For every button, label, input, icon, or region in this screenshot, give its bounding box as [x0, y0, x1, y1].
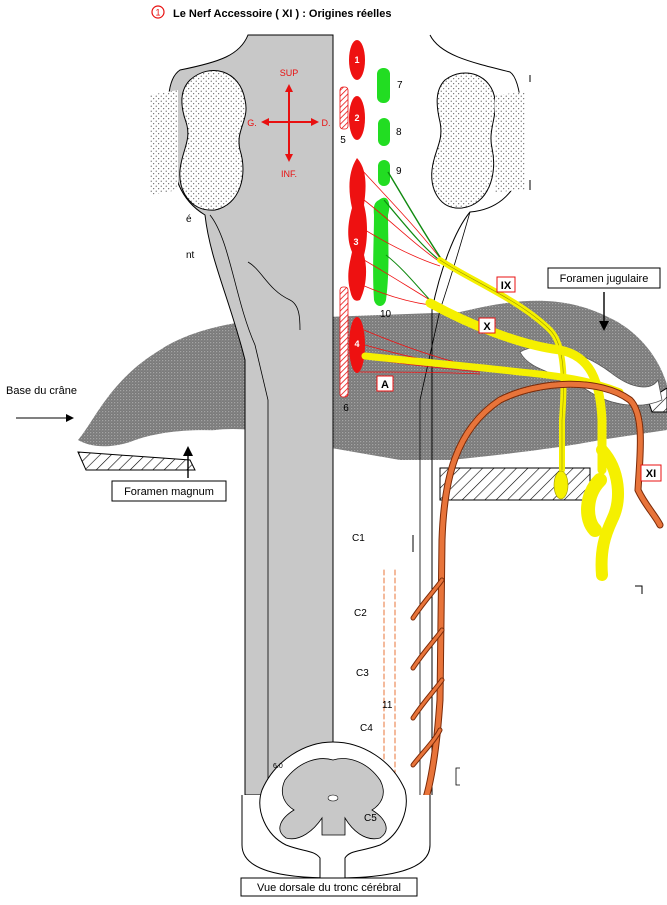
- spinal-cord-section: 6.0: [241, 741, 431, 879]
- nucleus-11-label: 11: [382, 700, 393, 711]
- ganglion-ix: [553, 470, 569, 500]
- nucleus-10: [373, 197, 390, 306]
- nucleus-9-label: 9: [396, 166, 402, 177]
- nucleus-4: [349, 317, 365, 373]
- nerve-label-a: A: [376, 375, 394, 392]
- yellow-nerves: [361, 257, 624, 581]
- nucleus-5-bar: [339, 86, 349, 130]
- orient-sup: SUP: [280, 68, 299, 78]
- corner-mark: [635, 585, 643, 594]
- svg-text:X: X: [483, 321, 491, 333]
- callout-foramen-magnum: Foramen magnum: [111, 446, 227, 502]
- orient-inf: INF.: [281, 169, 297, 179]
- nerve-x: [425, 298, 607, 475]
- nerve-label-ix: IX: [496, 276, 516, 293]
- rootlet-c4: [411, 678, 444, 720]
- cut-label-2: nt: [186, 250, 195, 261]
- svg-text:A: A: [381, 379, 389, 391]
- segment-c3: C3: [356, 668, 369, 679]
- skull-cut-left: [77, 451, 196, 471]
- segment-c4: C4: [360, 723, 373, 734]
- nucleus-2-label: 2: [354, 113, 359, 123]
- nucleus-7: [377, 68, 390, 103]
- rootlet-c3: [411, 628, 444, 670]
- segment-c2: C2: [354, 608, 367, 619]
- orientation-cross: SUP INF. G. D.: [247, 68, 330, 179]
- svg-text:Foramen magnum: Foramen magnum: [124, 486, 214, 498]
- nucleus-8: [378, 118, 390, 146]
- nucleus-4-label: 4: [354, 339, 359, 349]
- nerve-xi: [417, 381, 663, 815]
- nucleus-8-label: 8: [396, 127, 402, 138]
- right-colliculus: [431, 72, 496, 209]
- segment-c1: C1: [352, 533, 365, 544]
- segment-c5: C5: [364, 813, 377, 824]
- nucleus-3-label: 3: [353, 237, 358, 247]
- right-dotted-patch: [495, 92, 525, 192]
- title-group: 1 Le Nerf Accessoire ( XI ) : Origines r…: [151, 5, 391, 20]
- cut-label-1: é: [186, 214, 192, 225]
- nucleus-3: [348, 158, 367, 301]
- bracket-mark: [455, 767, 460, 786]
- title-number: 1: [155, 8, 160, 18]
- cord-small-label: 6.0: [273, 763, 283, 770]
- svg-text:IX: IX: [501, 280, 512, 292]
- skull-base: [77, 300, 667, 501]
- nucleus-2: [349, 96, 365, 140]
- central-canal: [327, 794, 339, 802]
- brainstem-left-half: [150, 34, 334, 796]
- callout-foramen-jugulaire: Foramen jugulaire: [547, 267, 661, 331]
- orange-nerve-xi: [380, 380, 664, 819]
- nerve-label-x: X: [478, 317, 496, 334]
- nucleus-1: [349, 40, 365, 80]
- red-nuclei: 1 2 3 4 5 6: [339, 40, 367, 414]
- svg-text:Base du crâne: Base du crâne: [6, 385, 77, 397]
- orient-left: G.: [247, 118, 257, 128]
- nerve-label-xi: XI: [640, 464, 662, 482]
- svg-text:Vue dorsale du tronc cérébral: Vue dorsale du tronc cérébral: [257, 882, 401, 894]
- nucleus-6-bar: [339, 286, 349, 398]
- callout-vue-dorsale: Vue dorsale du tronc cérébral: [240, 877, 418, 897]
- nucleus-6-label: 6: [343, 403, 349, 414]
- left-dotted-patch: [150, 90, 178, 195]
- diagram-title: Le Nerf Accessoire ( XI ) : Origines rée…: [173, 8, 391, 20]
- rootlet-c5: [411, 728, 442, 767]
- rootlet-c2: [411, 578, 444, 620]
- title-number-circle: [151, 5, 165, 19]
- green-nuclei: 7 8 9 10: [373, 68, 403, 320]
- nucleus-7-label: 7: [397, 80, 403, 91]
- nucleus-10-label: 10: [380, 309, 392, 320]
- left-contour-2: [247, 261, 301, 331]
- nucleus-9: [378, 160, 390, 186]
- svg-text:Foramen jugulaire: Foramen jugulaire: [560, 273, 649, 285]
- nucleus-5-label: 5: [340, 135, 346, 146]
- svg-text:XI: XI: [646, 468, 656, 480]
- left-colliculus: [179, 70, 247, 211]
- nucleus-1-label: 1: [354, 55, 359, 65]
- left-contour-1: [209, 214, 269, 795]
- orient-right: D.: [322, 118, 331, 128]
- ganglion-x: [595, 444, 624, 581]
- callout-base-crane: Base du crâne: [6, 385, 77, 422]
